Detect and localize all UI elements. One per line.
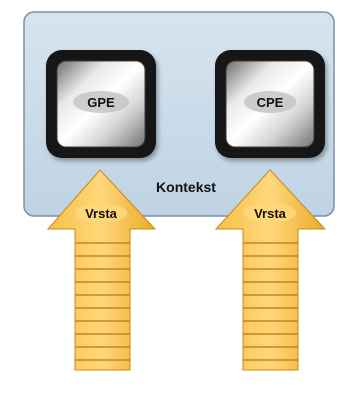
cpe-label: CPE bbox=[257, 95, 284, 110]
queue-left-label-backdrop bbox=[75, 203, 127, 223]
queue-left-stripes bbox=[75, 242, 130, 361]
queue-left-label: Vrsta bbox=[85, 206, 118, 221]
queue-right-label: Vrsta bbox=[254, 206, 287, 221]
queue-arrow-left bbox=[46, 169, 157, 371]
queue-right-label-backdrop bbox=[244, 203, 296, 223]
queue-right-stripes bbox=[243, 242, 298, 361]
cpe-label-backdrop bbox=[244, 91, 296, 113]
gpe-label: GPE bbox=[87, 95, 115, 110]
gpe-label-backdrop bbox=[73, 91, 129, 113]
context-label: Kontekst bbox=[156, 179, 216, 195]
queue-arrow-right bbox=[214, 169, 327, 371]
